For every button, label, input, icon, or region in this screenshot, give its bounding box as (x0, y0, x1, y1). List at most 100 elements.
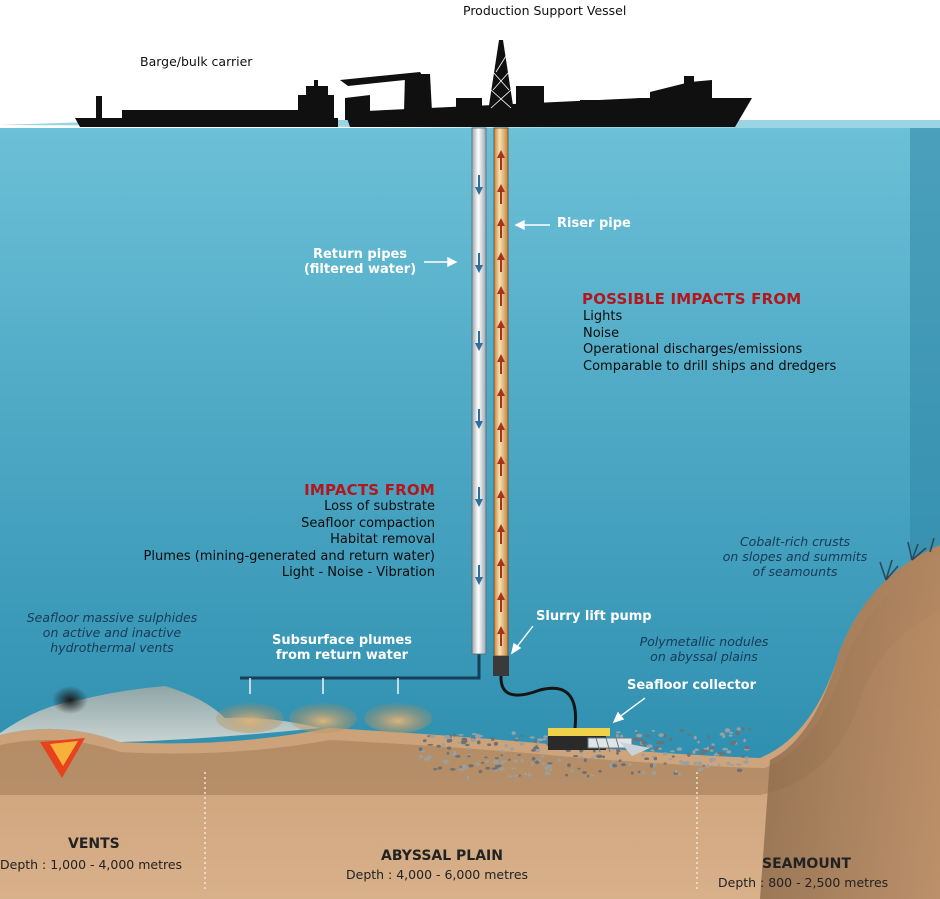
nodule (418, 747, 423, 752)
slurry-lift-pump (493, 656, 509, 676)
nodule (494, 770, 498, 772)
return-pipes-label-line2: (filtered water) (303, 262, 417, 277)
nodule (745, 756, 749, 760)
nodule (598, 769, 602, 773)
nodule (669, 737, 673, 742)
nodule (503, 760, 507, 763)
nodule (596, 754, 603, 759)
nodule (582, 771, 588, 774)
nodule (681, 761, 684, 765)
nodule (645, 734, 651, 738)
riser-up-arrow (497, 150, 505, 170)
possible-impact-item: Lights (583, 309, 623, 324)
nodule (700, 752, 705, 755)
nodule (427, 743, 434, 746)
nodule (586, 774, 590, 778)
sulphides-label: Seafloor massive sulphides on active and… (14, 610, 210, 655)
nodule (636, 733, 643, 738)
sulphides-label-line3: hydrothermal vents (50, 640, 174, 655)
cobalt-crust-coral (879, 537, 935, 581)
nodule (652, 771, 657, 773)
nodule (520, 759, 524, 763)
nodule (697, 767, 704, 772)
return-pipes-label-line1: Return pipes (312, 247, 408, 262)
nodule (649, 763, 654, 768)
nodule (577, 767, 581, 770)
nodule (491, 736, 495, 742)
nodule (480, 761, 485, 764)
nodule (542, 738, 547, 741)
nodule (429, 734, 436, 738)
seafloor-collector-vehicle (548, 728, 650, 756)
nodule (477, 735, 484, 738)
nodule (419, 755, 423, 759)
nodule (513, 774, 520, 777)
impact-item: Loss of substrate (324, 499, 435, 514)
nodule (496, 764, 502, 768)
subsurface-plumes-line2: from return water (275, 648, 409, 663)
nodule (628, 762, 632, 767)
nodule (443, 759, 449, 764)
production-vessel-label: Production Support Vessel (463, 3, 627, 18)
return-pipes-label: Return pipes (filtered water) (300, 247, 420, 277)
nodule (467, 755, 471, 758)
slurry-pump-label: Slurry lift pump (536, 609, 652, 624)
nodule (484, 756, 488, 759)
nodule (470, 738, 476, 742)
nodule (710, 746, 715, 750)
return-down-arrow (475, 331, 483, 351)
nodule (468, 764, 474, 768)
zone-seamount-depth: Depth : 800 - 2,500 metres (718, 875, 889, 890)
nodule (651, 772, 657, 775)
nodule (520, 734, 523, 738)
nodule (711, 743, 715, 746)
nodule (736, 727, 741, 731)
nodule (741, 727, 745, 731)
nodule (729, 731, 734, 734)
nodule (464, 740, 468, 743)
riser-up-arrow (497, 490, 505, 510)
return-water-pipeline (240, 652, 481, 694)
nodules-label-line2: on abyssal plains (650, 649, 758, 664)
nodule (697, 740, 700, 744)
nodule (442, 743, 445, 746)
nodule (492, 759, 499, 764)
nodule (499, 768, 502, 771)
riser-up-arrow (497, 524, 505, 544)
sea-side-face (910, 128, 940, 590)
subsurface-plumes-line1: Subsurface plumes (272, 633, 412, 648)
nodule (591, 756, 595, 760)
nodule (724, 728, 731, 733)
nodule (580, 755, 584, 759)
nodule (537, 738, 544, 742)
nodule (616, 733, 619, 738)
nodule (730, 763, 735, 766)
label-pointer-arrows (424, 219, 646, 724)
nodule (743, 738, 746, 743)
nodule (706, 746, 710, 751)
nodule (641, 770, 646, 775)
possible-impact-item: Operational discharges/emissions (583, 342, 803, 357)
nodule (676, 747, 683, 751)
nodule (709, 757, 715, 762)
nodule (744, 746, 751, 750)
nodule (641, 753, 645, 757)
nodule (653, 749, 657, 751)
nodule (501, 766, 505, 771)
return-down-arrow (475, 565, 483, 585)
nodule (544, 766, 549, 771)
nodule (511, 767, 517, 770)
sediment-layer (0, 545, 940, 899)
zone-abyssal-name: ABYSSAL PLAIN (381, 848, 503, 864)
nodule (467, 747, 470, 751)
nodule (529, 736, 535, 739)
nodule (446, 738, 451, 743)
return-down-arrow (475, 409, 483, 429)
nodule (527, 772, 532, 777)
nodule (500, 754, 504, 757)
nodule (644, 757, 650, 760)
nodule (674, 769, 678, 774)
nodule (494, 757, 499, 760)
